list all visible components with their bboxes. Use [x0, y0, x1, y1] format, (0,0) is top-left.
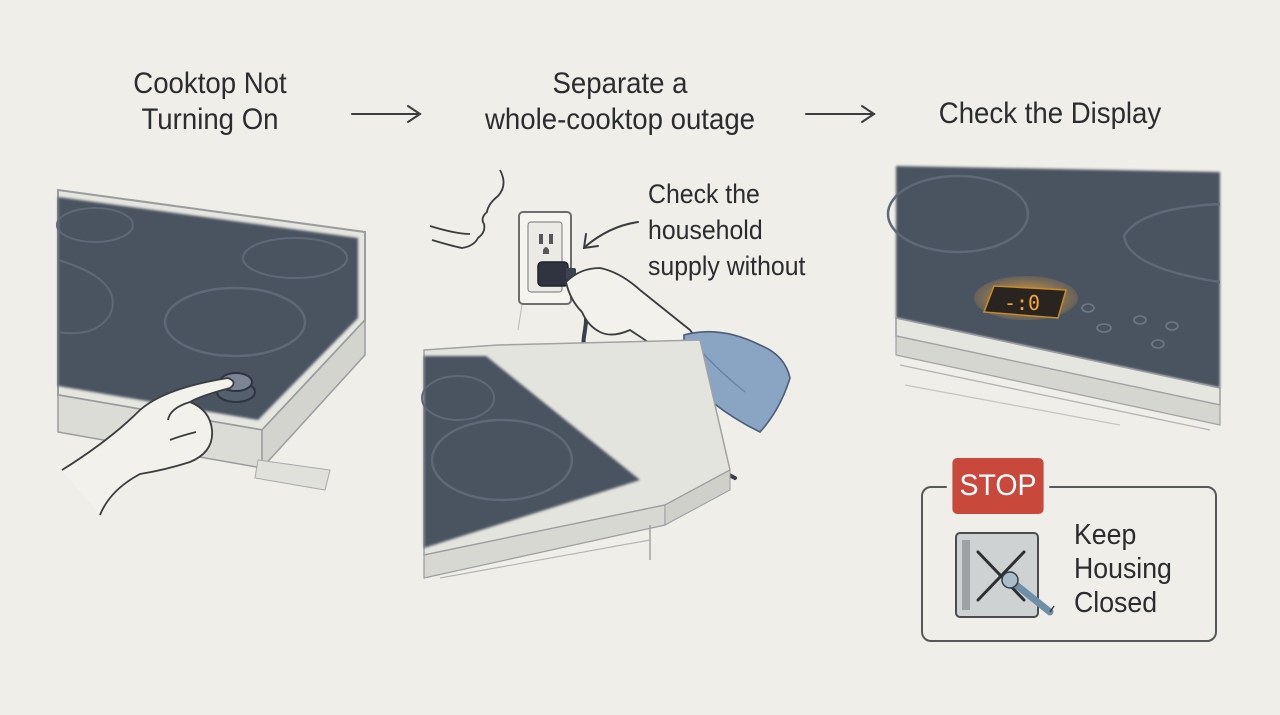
face-icon	[429, 169, 505, 249]
digital-display-icon: -:0	[974, 276, 1078, 320]
burner-ring	[430, 418, 574, 502]
step-2-title: Separate a whole-cooktop outage	[454, 66, 785, 138]
supply-note: Check the household supply without	[648, 176, 850, 284]
step-1-title: Cooktop Not Turning On	[109, 66, 311, 138]
plug-icon	[537, 261, 576, 287]
step-1-title-line2: Turning On	[141, 103, 279, 136]
cooktop-glass	[58, 197, 358, 420]
step-1-title-line1: Cooktop Not	[133, 67, 287, 100]
supply-note-line3: supply without	[648, 251, 806, 281]
arrow-right-icon	[351, 105, 422, 123]
wrench-icon	[1001, 571, 1055, 616]
cooktop-panel-1	[56, 188, 366, 516]
cooktop-panel-2	[421, 339, 731, 579]
touch-controls	[1081, 303, 1179, 349]
burner-ring	[163, 286, 307, 358]
housing-panel-icon	[955, 532, 1055, 618]
cooktop-glass	[424, 356, 640, 548]
stop-warning-line2: Housing	[1074, 553, 1172, 585]
burner-ring	[421, 375, 495, 421]
step-3-title: Check the Display	[912, 96, 1188, 132]
stop-badge: STOP	[952, 458, 1044, 514]
arrow-right-icon	[805, 105, 876, 123]
hand-icon	[61, 377, 235, 516]
burner-ring	[1122, 202, 1221, 284]
burner-ring	[886, 174, 1030, 254]
stop-warning-line1: Keep	[1074, 519, 1137, 551]
burner-ring	[56, 207, 134, 243]
supply-note-line2: household	[648, 215, 763, 245]
cooktop-panel-3: -:0	[886, 166, 1221, 431]
burner-ring	[57, 259, 114, 335]
supply-note-line1: Check the	[648, 179, 760, 209]
step-2-title-line2: whole-cooktop outage	[484, 103, 756, 136]
stop-warning-text: Keep Housing Closed	[1074, 518, 1203, 620]
curved-arrow-icon	[582, 221, 639, 250]
burner-ring	[242, 237, 348, 279]
prohibited-x-icon	[976, 550, 1026, 602]
step-3-title-line1: Check the Display	[938, 97, 1162, 130]
step-2-title-line1: Separate a	[552, 67, 688, 100]
stop-warning-line3: Closed	[1074, 587, 1158, 619]
stop-warning-box	[921, 486, 1217, 642]
display-readout: -:0	[1004, 291, 1040, 315]
